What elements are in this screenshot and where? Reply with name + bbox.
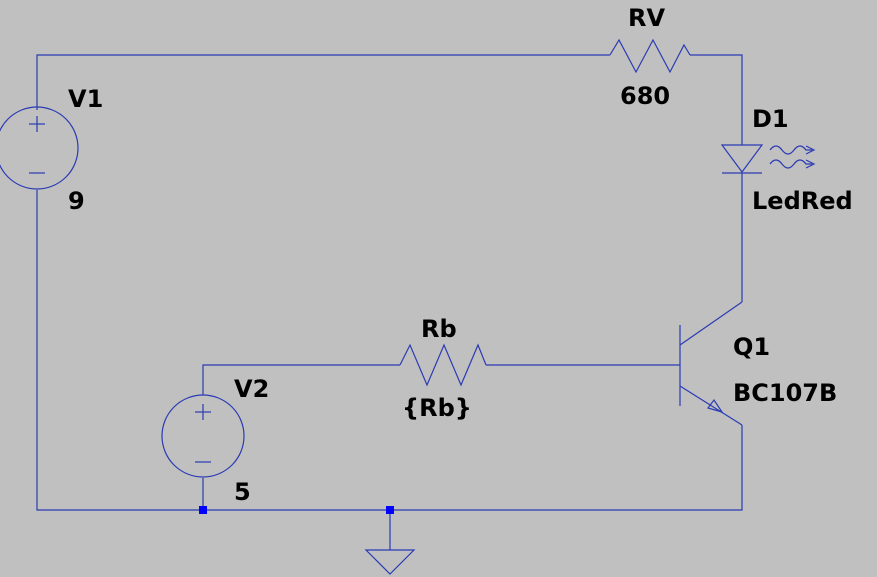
voltage-source-v2[interactable]	[161, 394, 245, 478]
q1-ref-label: Q1	[733, 333, 770, 361]
wire-rv-to-led[interactable]	[690, 54, 743, 145]
wire-v1-to-ground[interactable]	[36, 190, 743, 511]
junction-dot	[386, 506, 394, 514]
rv-ref-label: RV	[628, 4, 665, 32]
rb-ref-label: Rb	[421, 315, 457, 343]
voltage-source-v1[interactable]	[0, 106, 79, 190]
rv-value-label: 680	[620, 82, 670, 110]
rb-value-label: {Rb}	[402, 394, 472, 422]
d1-ref-label: D1	[752, 105, 789, 133]
resistor-rb[interactable]	[399, 343, 487, 387]
junction-dot	[199, 506, 207, 514]
wires	[36, 54, 743, 550]
emitter-lead	[679, 385, 743, 426]
transistor-q1[interactable]	[679, 301, 743, 426]
led-d1[interactable]	[720, 144, 816, 174]
ground-icon[interactable]	[364, 549, 416, 575]
v1-value-label: 9	[68, 187, 85, 215]
v2-ref-label: V2	[234, 375, 269, 403]
emitter-arrow-icon	[706, 398, 724, 414]
v1-ref-label: V1	[68, 85, 103, 113]
collector-lead	[679, 301, 743, 346]
q1-value-label: BC107B	[733, 379, 837, 407]
wire-top[interactable]	[36, 54, 610, 107]
v2-value-label: 5	[234, 478, 251, 506]
light-emission-icon	[769, 145, 816, 169]
d1-value-label: LedRed	[752, 187, 853, 215]
wire-v2-to-rb[interactable]	[202, 364, 400, 395]
resistor-rv[interactable]	[609, 38, 691, 74]
